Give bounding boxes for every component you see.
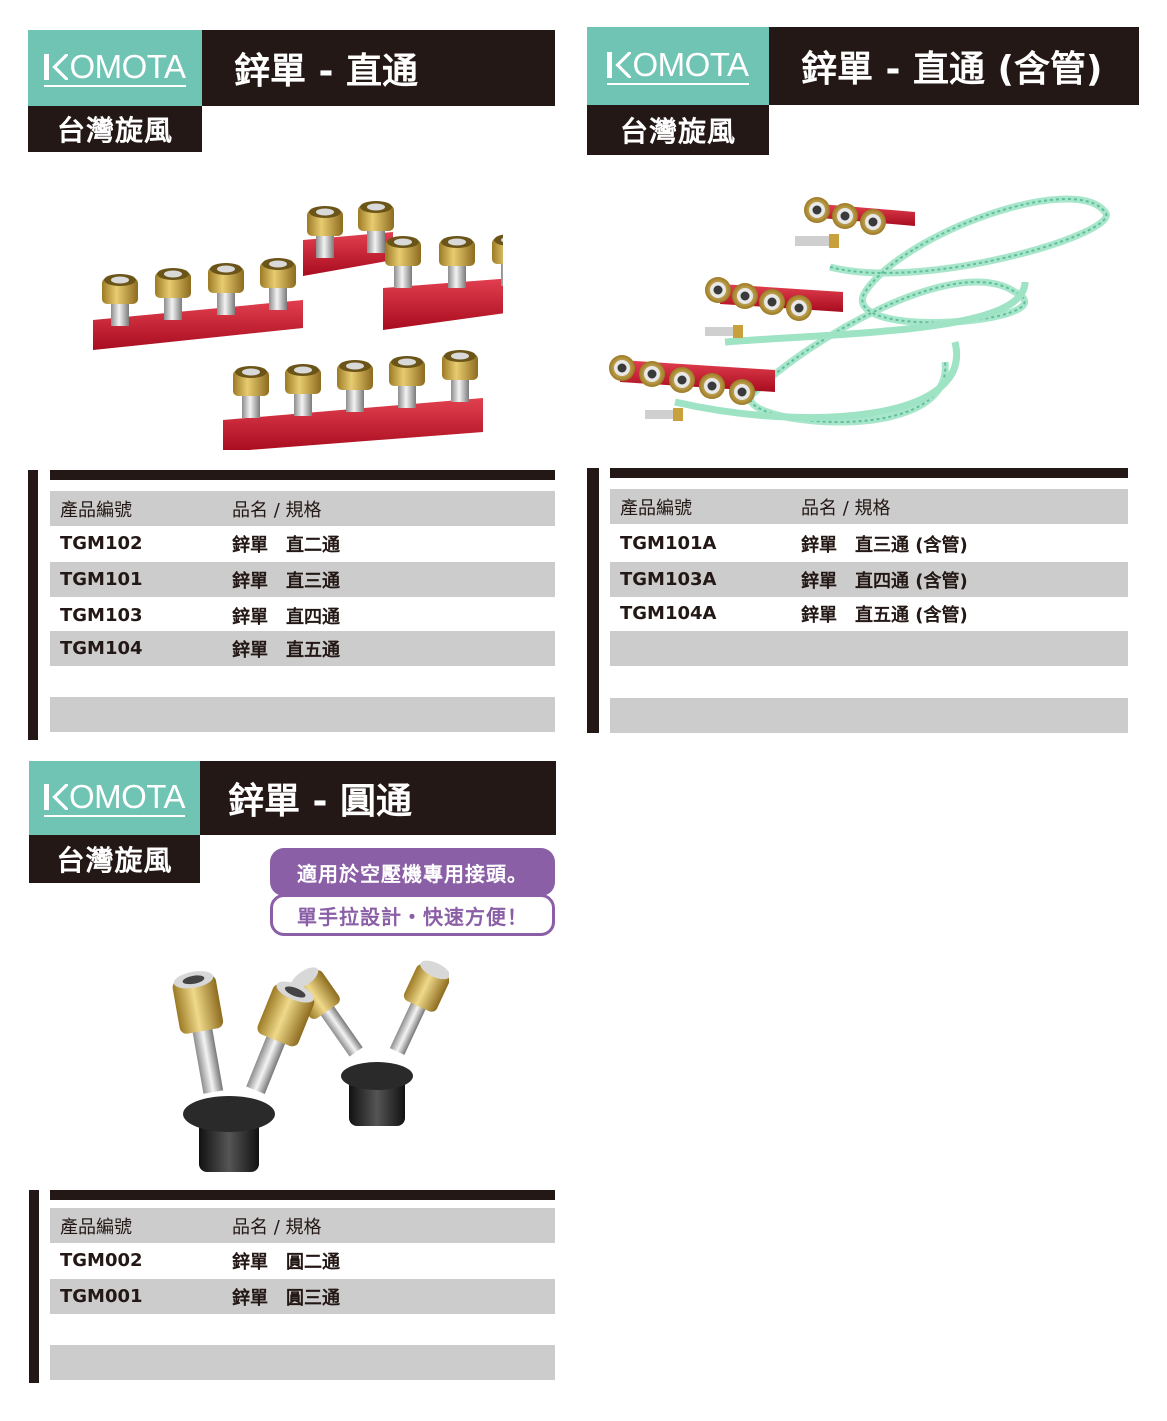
section-header: OMOTA 鋅單 - 圓通 (29, 761, 556, 835)
section-title: 鋅單 - 圓通 (200, 761, 556, 835)
section-round: OMOTA 鋅單 - 圓通 台灣旋風 適用於空壓機專用接頭。 單手拉設計・快速方… (29, 761, 556, 1385)
table-row: TGM101A 鋅單 直三通 (含管) (610, 526, 1128, 561)
komota-logo: OMOTA (29, 761, 200, 835)
section-straight: OMOTA 鋅單 - 直通 台灣旋風 (28, 30, 556, 742)
table-row: TGM104A 鋅單 直五通 (含管) (610, 596, 1128, 631)
product-name: 鋅單 直三通 (含管) (801, 534, 968, 556)
empty-row (610, 631, 1128, 666)
empty-row (610, 698, 1128, 733)
product-photo-straight-manifolds (93, 201, 503, 450)
header-name: 品名 / 規格 (232, 499, 322, 521)
header-code: 產品編號 (60, 1216, 132, 1238)
product-name: 鋅單 圓三通 (232, 1287, 340, 1309)
product-name: 鋅單 直三通 (232, 570, 340, 592)
header-code: 產品編號 (60, 499, 132, 521)
table-row: TGM102 鋅單 直二通 (50, 526, 555, 561)
product-photo-hose-manifolds (609, 195, 1110, 426)
header-name: 品名 / 規格 (801, 497, 891, 519)
brand-label: 台灣旋風 (28, 106, 202, 152)
komota-logo: OMOTA (587, 27, 769, 105)
product-code: TGM101 (60, 569, 143, 590)
feature-bubble-compressor: 適用於空壓機專用接頭。 (270, 848, 555, 896)
table-header: 產品編號 品名 / 規格 (50, 491, 555, 526)
product-name: 鋅單 直四通 (232, 606, 340, 628)
product-code: TGM002 (60, 1250, 143, 1271)
product-name: 鋅單 直五通 (232, 639, 340, 661)
k-logo-icon (43, 784, 68, 810)
brand-label: 台灣旋風 (587, 105, 769, 155)
section-header: OMOTA 鋅單 - 直通 (28, 30, 555, 106)
product-table: 產品編號 品名 / 規格 TGM102 鋅單 直二通 TGM101 鋅單 直三通… (28, 470, 556, 740)
product-code: TGM101A (620, 533, 717, 554)
product-code: TGM001 (60, 1286, 143, 1307)
product-name: 鋅單 直五通 (含管) (801, 604, 968, 626)
section-title: 鋅單 - 直通 (202, 30, 555, 106)
table-header: 產品編號 品名 / 規格 (50, 1208, 555, 1243)
komota-logo: OMOTA (28, 30, 202, 106)
product-code: TGM104A (620, 603, 717, 624)
brand-label: 台灣旋風 (29, 835, 200, 883)
k-logo-icon (607, 52, 632, 78)
table-row: TGM104 鋅單 直五通 (50, 631, 555, 666)
logo-text: OMOTA (69, 48, 186, 85)
k-logo-icon (44, 54, 69, 80)
product-photo-round-manifolds (172, 960, 449, 1172)
logo-text: OMOTA (68, 778, 186, 815)
table-row: TGM001 鋅單 圓三通 (50, 1279, 555, 1314)
feature-bubble-one-hand: 單手拉設計・快速方便！ (270, 894, 555, 936)
empty-row (50, 697, 555, 732)
product-code: TGM102 (60, 533, 143, 554)
product-name: 鋅單 直二通 (232, 534, 340, 556)
product-code: TGM104 (60, 638, 143, 659)
table-row: TGM103A 鋅單 直四通 (含管) (610, 562, 1128, 597)
logo-text: OMOTA (632, 46, 749, 83)
table-header: 產品編號 品名 / 規格 (610, 489, 1128, 524)
product-name: 鋅單 圓二通 (232, 1251, 340, 1273)
empty-row (50, 1345, 555, 1380)
section-straight-with-hose: OMOTA 鋅單 - 直通 (含管) 台灣旋風 (587, 27, 1139, 735)
table-row: TGM002 鋅單 圓二通 (50, 1243, 555, 1278)
header-name: 品名 / 規格 (232, 1216, 322, 1238)
product-code: TGM103 (60, 605, 143, 626)
table-row: TGM103 鋅單 直四通 (50, 598, 555, 633)
product-table: 產品編號 品名 / 規格 TGM101A 鋅單 直三通 (含管) TGM103A… (587, 468, 1128, 733)
product-code: TGM103A (620, 569, 717, 590)
section-header: OMOTA 鋅單 - 直通 (含管) (587, 27, 1139, 105)
header-code: 產品編號 (620, 497, 692, 519)
product-name: 鋅單 直四通 (含管) (801, 570, 968, 592)
product-table: 產品編號 品名 / 規格 TGM002 鋅單 圓二通 TGM001 鋅單 圓三通 (29, 1190, 556, 1383)
section-title: 鋅單 - 直通 (含管) (769, 27, 1139, 105)
table-row: TGM101 鋅單 直三通 (50, 562, 555, 597)
